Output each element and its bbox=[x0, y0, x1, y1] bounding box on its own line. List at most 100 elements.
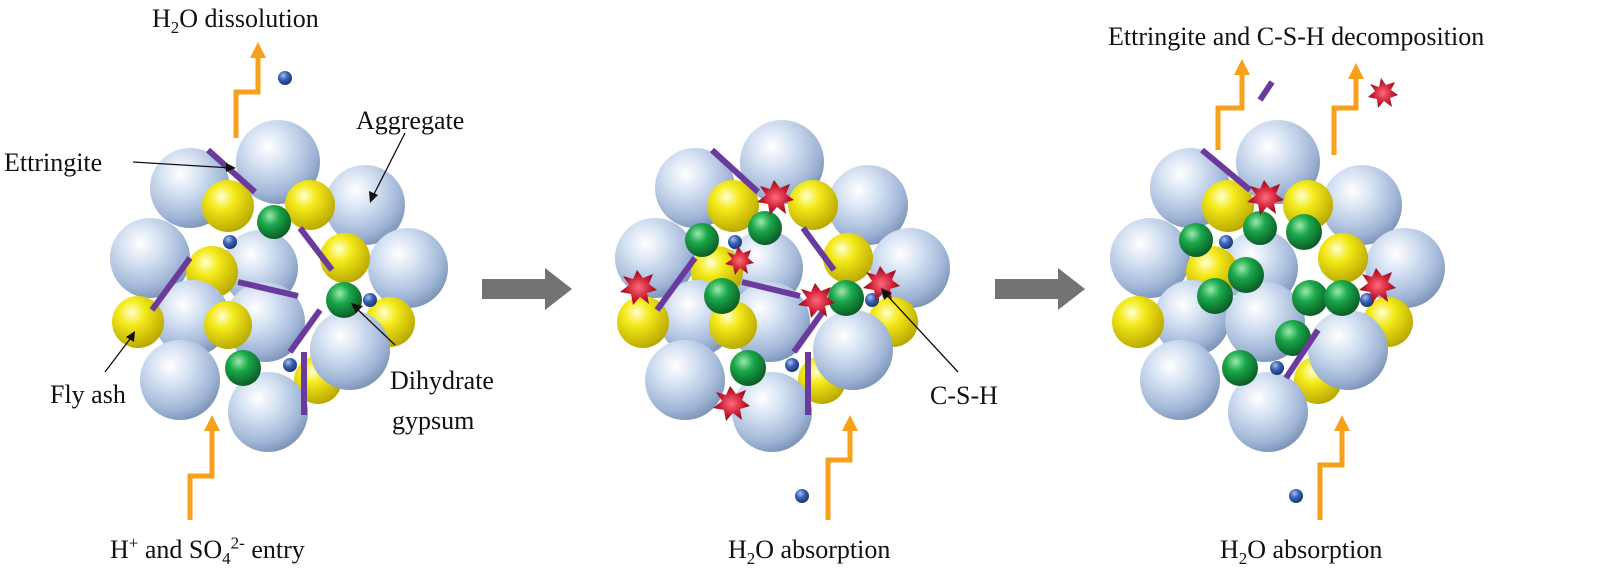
aggregate-particle bbox=[1140, 340, 1220, 420]
absorption-flow-arrow-2 bbox=[1317, 428, 1345, 520]
gypsum-particle bbox=[225, 350, 261, 386]
leader-line-fly-ash bbox=[104, 334, 134, 373]
arrowhead bbox=[1348, 63, 1364, 79]
aggregate-label: Aggregate bbox=[356, 106, 465, 135]
process-arrow bbox=[482, 268, 572, 310]
gypsum-particle bbox=[730, 350, 766, 386]
csh-label: C-S-H bbox=[930, 381, 998, 410]
fly-ash-particle bbox=[1112, 296, 1164, 348]
leader-line-ettringite bbox=[132, 161, 233, 169]
flow-arrows-3 bbox=[1215, 72, 1359, 520]
decomposition-flow-arrow-right bbox=[1331, 76, 1359, 155]
gypsum-particle bbox=[685, 223, 719, 257]
entry-flow-arrow bbox=[187, 428, 215, 520]
arrowhead bbox=[1334, 415, 1350, 431]
gypsum-particle bbox=[1228, 257, 1264, 293]
decomposition-flow-arrow-left bbox=[1215, 72, 1245, 150]
csh-particle bbox=[863, 266, 900, 301]
ettringite-needle bbox=[709, 147, 761, 195]
water-molecule bbox=[283, 358, 297, 372]
cluster-initial-leaders bbox=[104, 132, 406, 373]
fly-ash-particle bbox=[1202, 180, 1254, 232]
water-molecule bbox=[1219, 235, 1233, 249]
gypsum-particle bbox=[1275, 320, 1311, 356]
fly-ash-particle bbox=[320, 233, 370, 283]
gypsum-particle bbox=[257, 205, 291, 239]
gypsum-particle bbox=[1292, 280, 1328, 316]
arrowhead bbox=[250, 42, 266, 58]
cluster-absorption-1 bbox=[615, 120, 950, 503]
gypsum-particle bbox=[326, 282, 362, 318]
water-molecule bbox=[1360, 293, 1374, 307]
water-molecule bbox=[363, 293, 377, 307]
ettringite-needle-released bbox=[1257, 80, 1275, 102]
arrowhead bbox=[351, 303, 363, 313]
fly-ash-particle bbox=[788, 180, 838, 230]
water-molecule bbox=[223, 235, 237, 249]
aggregate-particle bbox=[325, 165, 405, 245]
aggregate-particle bbox=[730, 282, 810, 362]
arrowhead bbox=[126, 331, 135, 342]
cluster-initial bbox=[110, 71, 448, 452]
csh-particle-released bbox=[1368, 78, 1398, 108]
ettringite-needle bbox=[741, 279, 801, 299]
ettringite-needle bbox=[800, 226, 837, 272]
fly-ash-particle bbox=[1318, 233, 1368, 283]
ettringite-needle bbox=[149, 256, 193, 312]
fly-ash-label: Fly ash bbox=[50, 380, 126, 409]
process-arrow bbox=[995, 268, 1085, 310]
water-molecule bbox=[1289, 489, 1303, 503]
csh-particle bbox=[1359, 268, 1396, 303]
water-molecule bbox=[728, 235, 742, 249]
arrowhead bbox=[204, 415, 220, 431]
csh-particle bbox=[725, 246, 754, 275]
fly-ash-particle bbox=[823, 233, 873, 283]
h2o-dissolution-label: H2O dissolution bbox=[152, 4, 319, 38]
gypsum-particle bbox=[1179, 223, 1213, 257]
leader-line-aggregate bbox=[371, 132, 406, 199]
dissolution-flow-arrow bbox=[233, 55, 261, 138]
csh-particle bbox=[757, 180, 794, 215]
aggregate-particle bbox=[140, 340, 220, 420]
fly-ash-particle bbox=[707, 180, 759, 232]
aggregate-particle bbox=[225, 282, 305, 362]
csh-particle bbox=[798, 283, 835, 318]
decomposition-label: Ettringite and C-S-H decomposition bbox=[1108, 22, 1485, 51]
ettringite-needle bbox=[237, 279, 299, 299]
gypsum-particle bbox=[828, 280, 864, 316]
arrowhead bbox=[1234, 59, 1250, 75]
aggregate-particle bbox=[1322, 165, 1402, 245]
ettringite-needle bbox=[206, 147, 257, 195]
absorption-flow-arrow-1 bbox=[825, 428, 853, 520]
aggregate-particle bbox=[645, 340, 725, 420]
arrowhead bbox=[881, 288, 892, 300]
arrowhead bbox=[226, 163, 236, 172]
water-molecule bbox=[795, 489, 809, 503]
flow-arrow-heads-3 bbox=[1234, 59, 1364, 431]
csh-particle bbox=[713, 386, 750, 421]
arrowhead bbox=[842, 415, 858, 431]
entry-label: H+ and SO42- entry bbox=[110, 533, 305, 569]
aggregate-particle bbox=[228, 372, 308, 452]
flow-arrows-1 bbox=[187, 55, 261, 520]
csh-particle bbox=[620, 270, 657, 305]
aggregate-particle bbox=[1308, 310, 1388, 390]
aggregate-particle bbox=[110, 218, 190, 298]
gypsum-particle bbox=[1243, 211, 1277, 245]
ettringite-needle bbox=[287, 308, 323, 354]
gypsum-particle bbox=[1222, 350, 1258, 386]
ettringite-needle bbox=[1283, 328, 1321, 380]
aggregate-particle bbox=[870, 228, 950, 308]
gypsum-particle bbox=[748, 211, 782, 245]
aggregate-particle bbox=[368, 228, 448, 308]
aggregate-particle bbox=[828, 165, 908, 245]
fly-ash-particle bbox=[204, 301, 252, 349]
fly-ash-particle bbox=[202, 180, 254, 232]
csh-particle bbox=[1247, 180, 1284, 215]
ettringite-needle bbox=[654, 256, 698, 312]
ettringite-needle bbox=[791, 308, 827, 354]
gypsum-particle bbox=[1197, 278, 1233, 314]
leader-heads-1 bbox=[126, 163, 378, 342]
gypsum-label: gypsum bbox=[392, 406, 475, 435]
